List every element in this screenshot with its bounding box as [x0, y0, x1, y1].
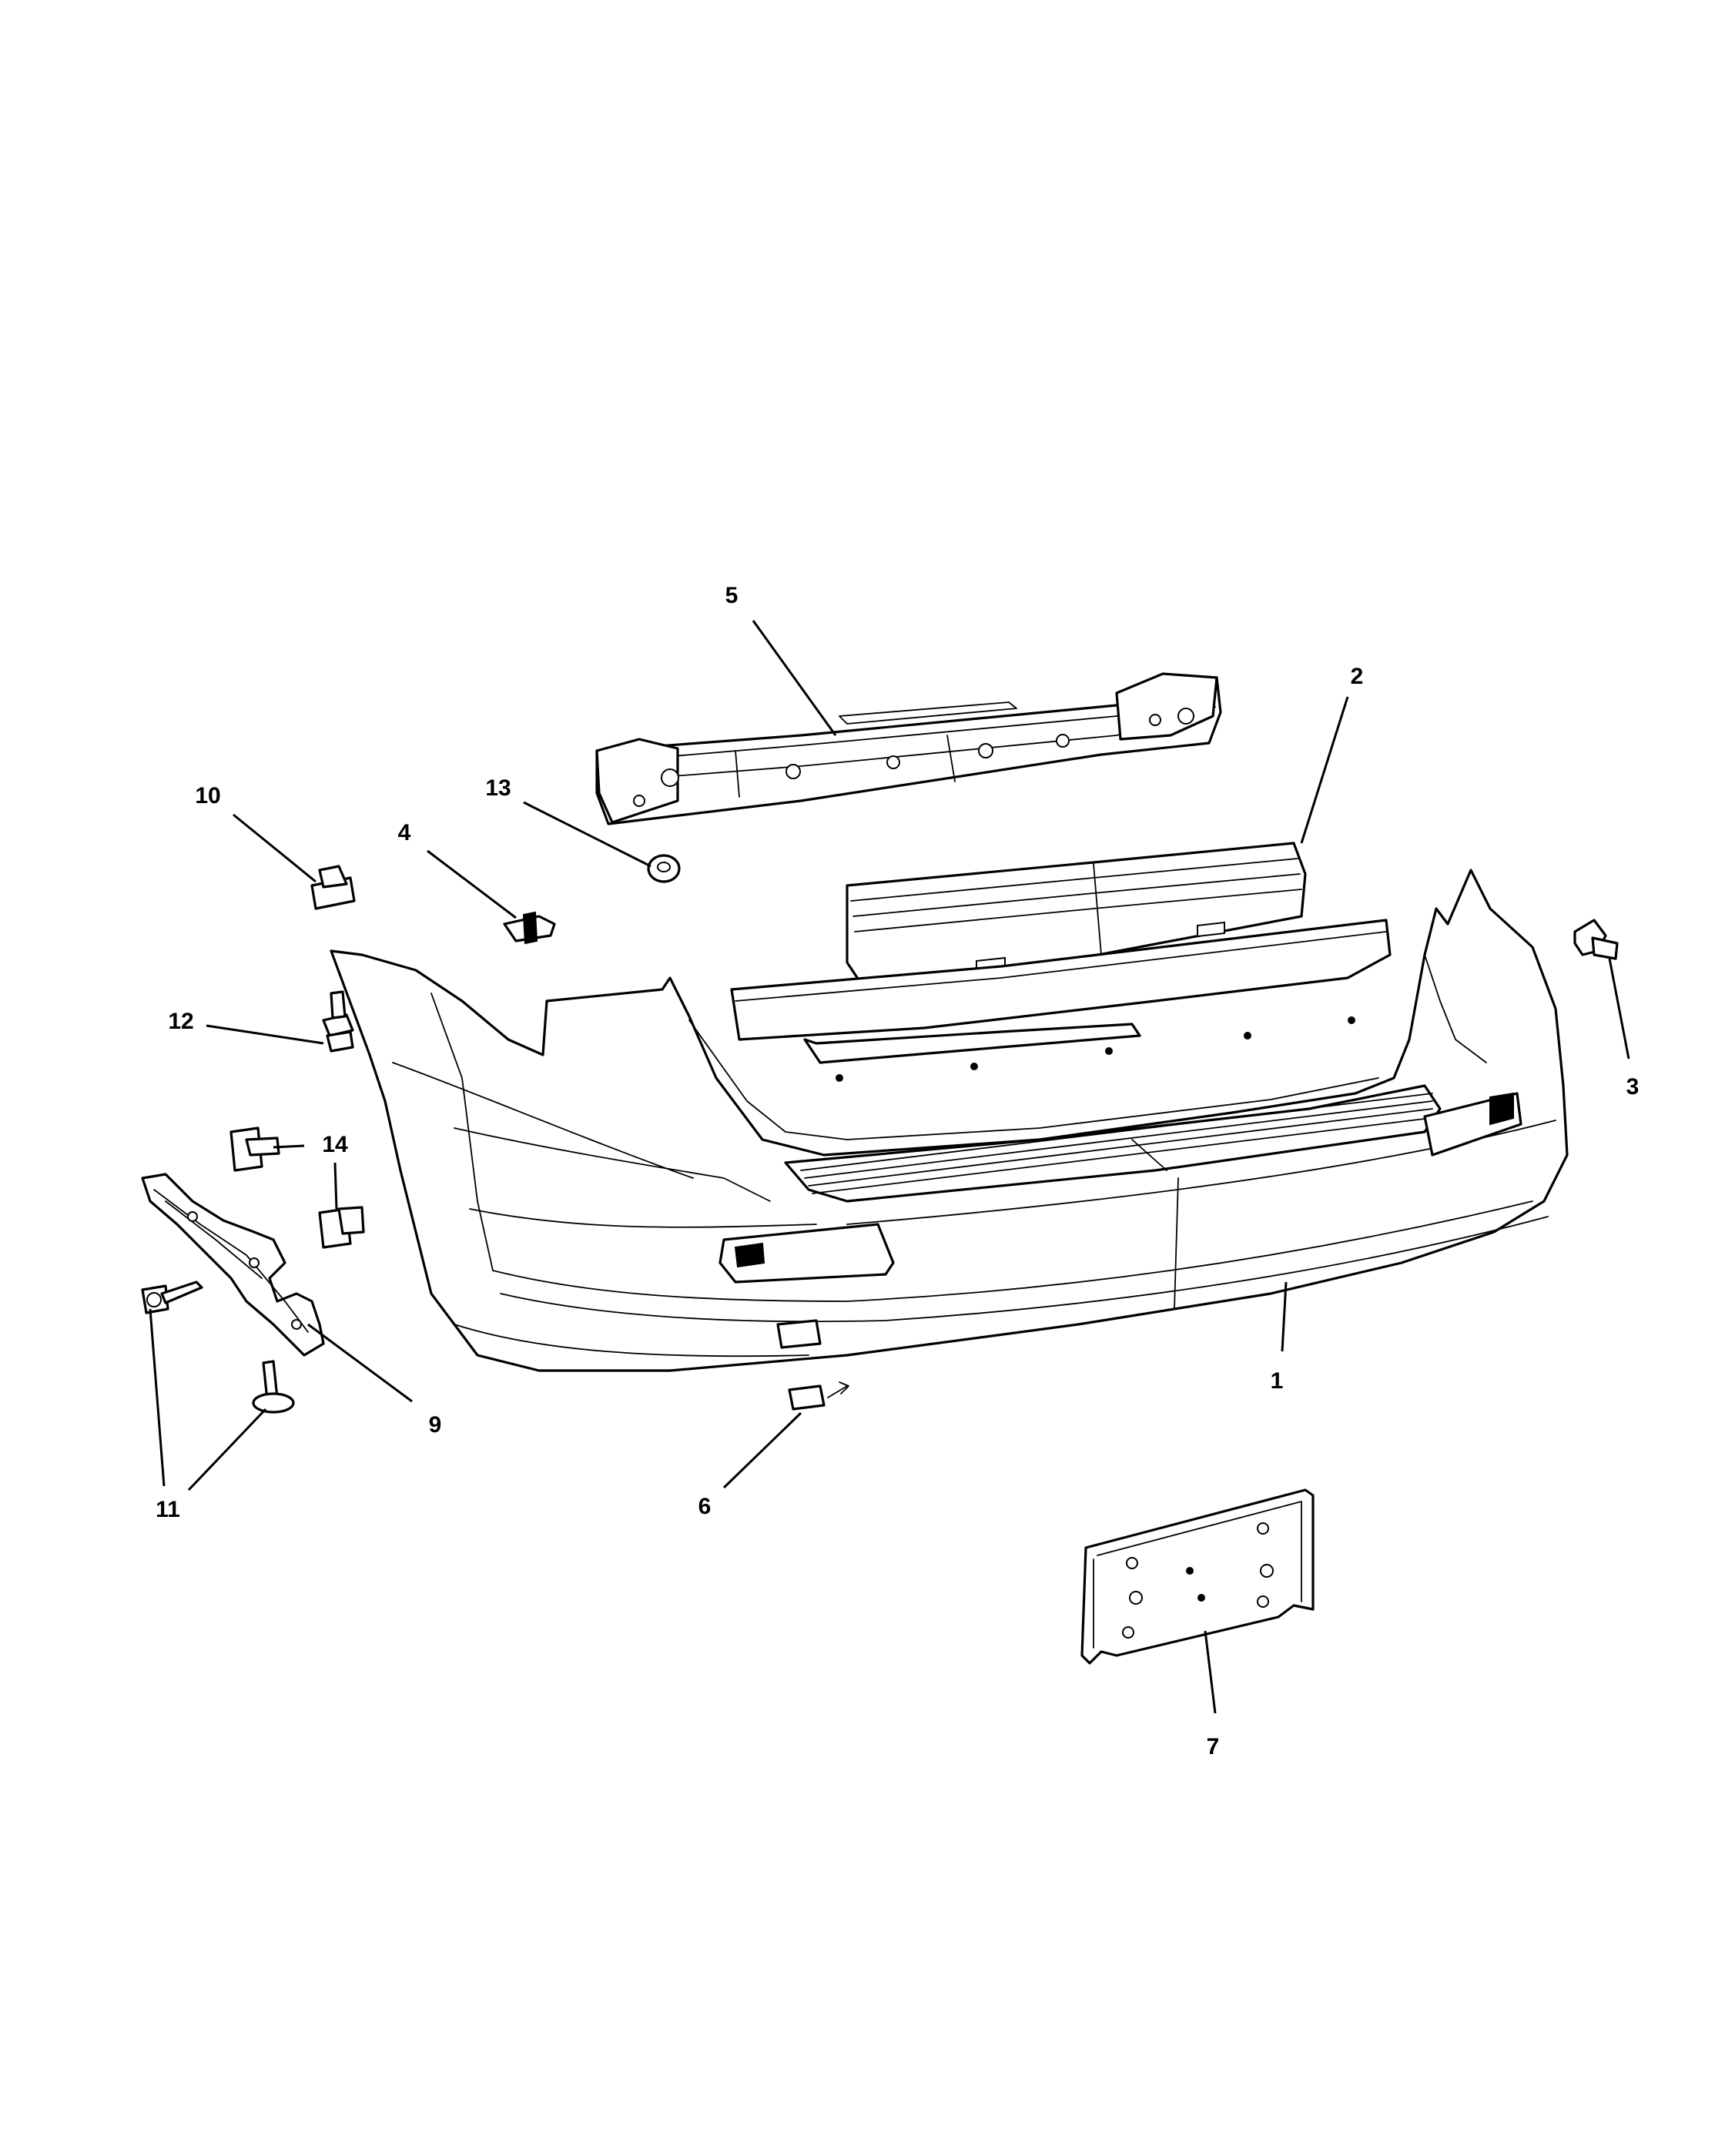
part-5-reinforcement-beam — [595, 672, 1222, 825]
callout-5: 5 — [725, 583, 739, 608]
leader-9 — [307, 1323, 413, 1403]
part-14-clip-nut-lower — [318, 1206, 365, 1249]
leader-11b — [187, 1408, 267, 1491]
callout-1: 1 — [1271, 1368, 1284, 1394]
callout-3: 3 — [1626, 1074, 1640, 1100]
part-11-push-pin — [252, 1360, 295, 1414]
leader-11a — [149, 1308, 166, 1487]
leader-7 — [1204, 1630, 1217, 1714]
part-10-clip-nut — [310, 865, 356, 910]
callout-9: 9 — [429, 1412, 442, 1438]
leader-14b — [333, 1162, 338, 1210]
leader-6 — [722, 1411, 802, 1489]
leader-12 — [206, 1024, 324, 1045]
part-4-clip — [503, 911, 556, 945]
part-9-bracket — [141, 1173, 325, 1357]
callout-10: 10 — [195, 783, 220, 808]
part-3-push-pin — [1573, 919, 1619, 960]
part-7-license-plate-bracket — [1080, 1488, 1315, 1665]
callout-13: 13 — [485, 775, 511, 801]
part-11-screw — [141, 1281, 203, 1314]
leader-13 — [523, 801, 651, 868]
callout-14: 14 — [322, 1132, 348, 1157]
leader-2 — [1300, 696, 1349, 844]
leader-14a — [273, 1144, 305, 1149]
part-6-tow-hook-cover — [788, 1381, 849, 1411]
leader-4 — [427, 849, 517, 919]
callout-2: 2 — [1351, 664, 1364, 689]
leader-10 — [233, 813, 317, 883]
part-1-bumper-fascia — [330, 869, 1569, 1372]
leader-3 — [1608, 958, 1630, 1060]
callout-7: 7 — [1207, 1734, 1220, 1759]
callout-6: 6 — [698, 1494, 712, 1519]
leader-5 — [752, 620, 837, 736]
part-13-nut — [647, 854, 681, 883]
part-12-push-pin — [322, 990, 354, 1053]
part-14-clip-nut-upper — [229, 1127, 280, 1172]
callout-12: 12 — [168, 1009, 193, 1034]
callout-11: 11 — [156, 1497, 180, 1522]
part-2-energy-absorber — [730, 842, 1392, 1064]
leader-1 — [1281, 1281, 1288, 1352]
callout-4: 4 — [398, 820, 411, 845]
